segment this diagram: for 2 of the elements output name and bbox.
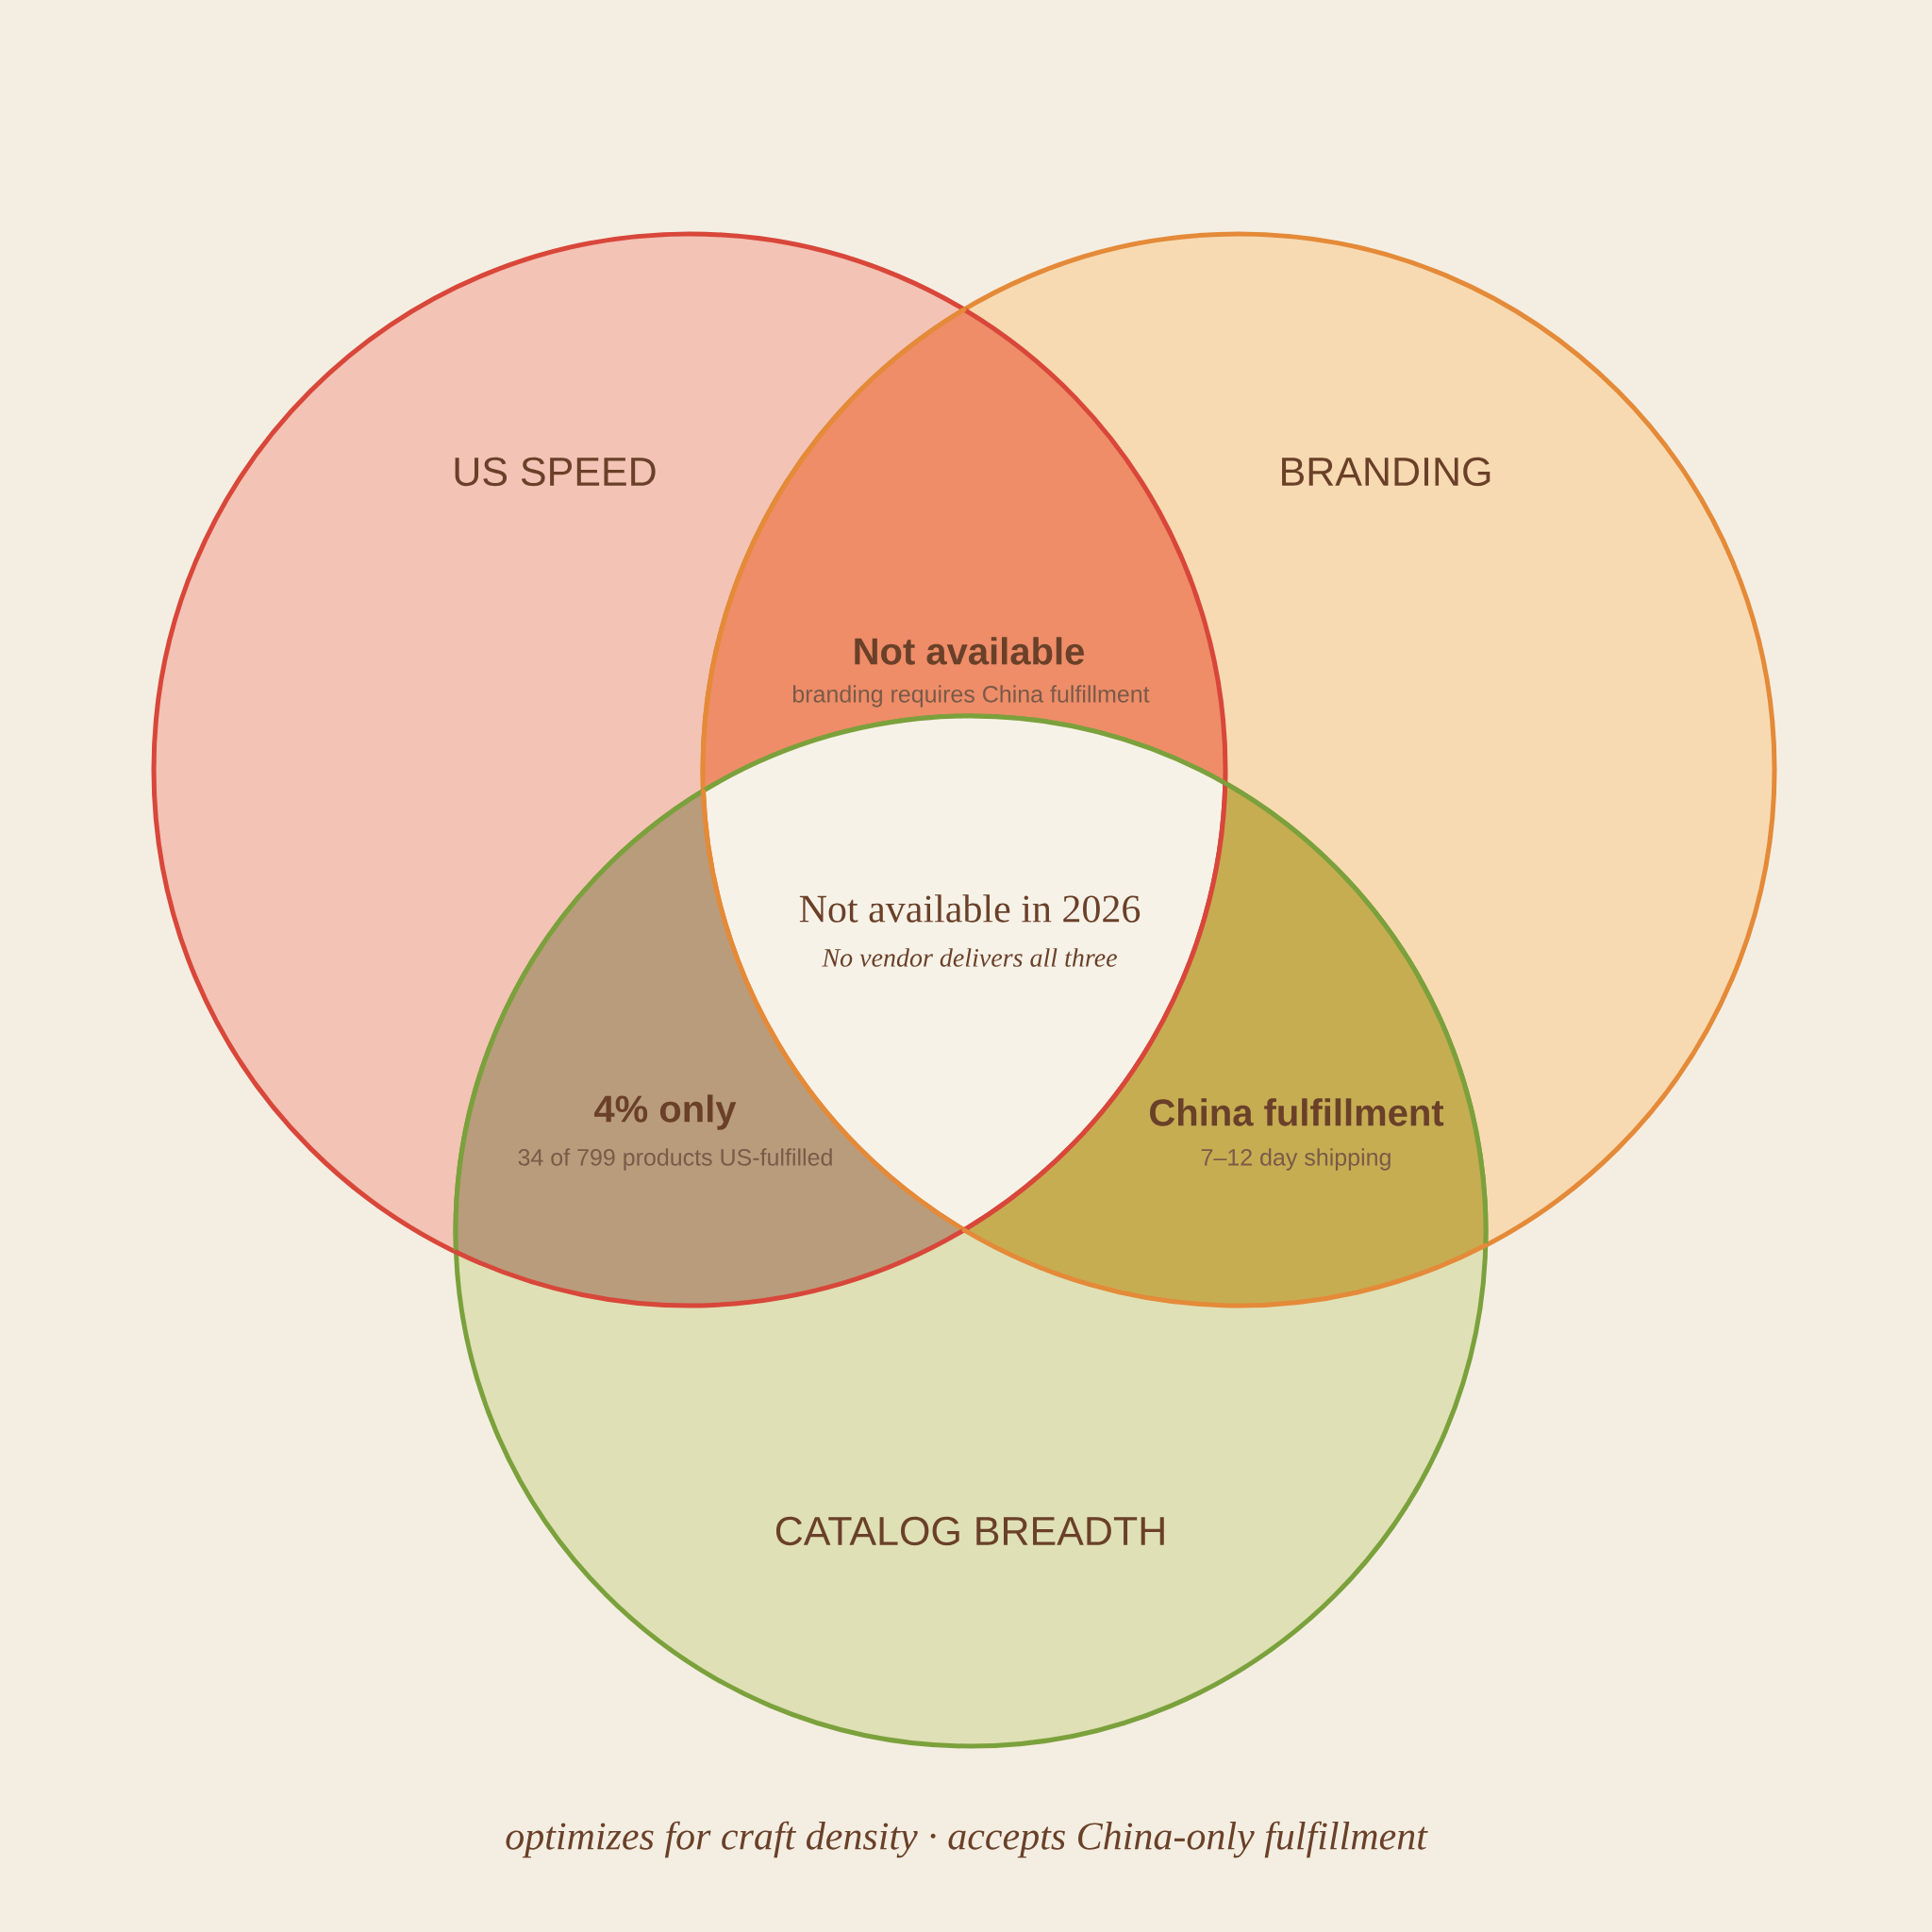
caption: optimizes for craft density · accepts China-only fulfillment (506, 1821, 1428, 1858)
venn-region: Not available branding requires China fulfillment (700, 307, 1228, 793)
